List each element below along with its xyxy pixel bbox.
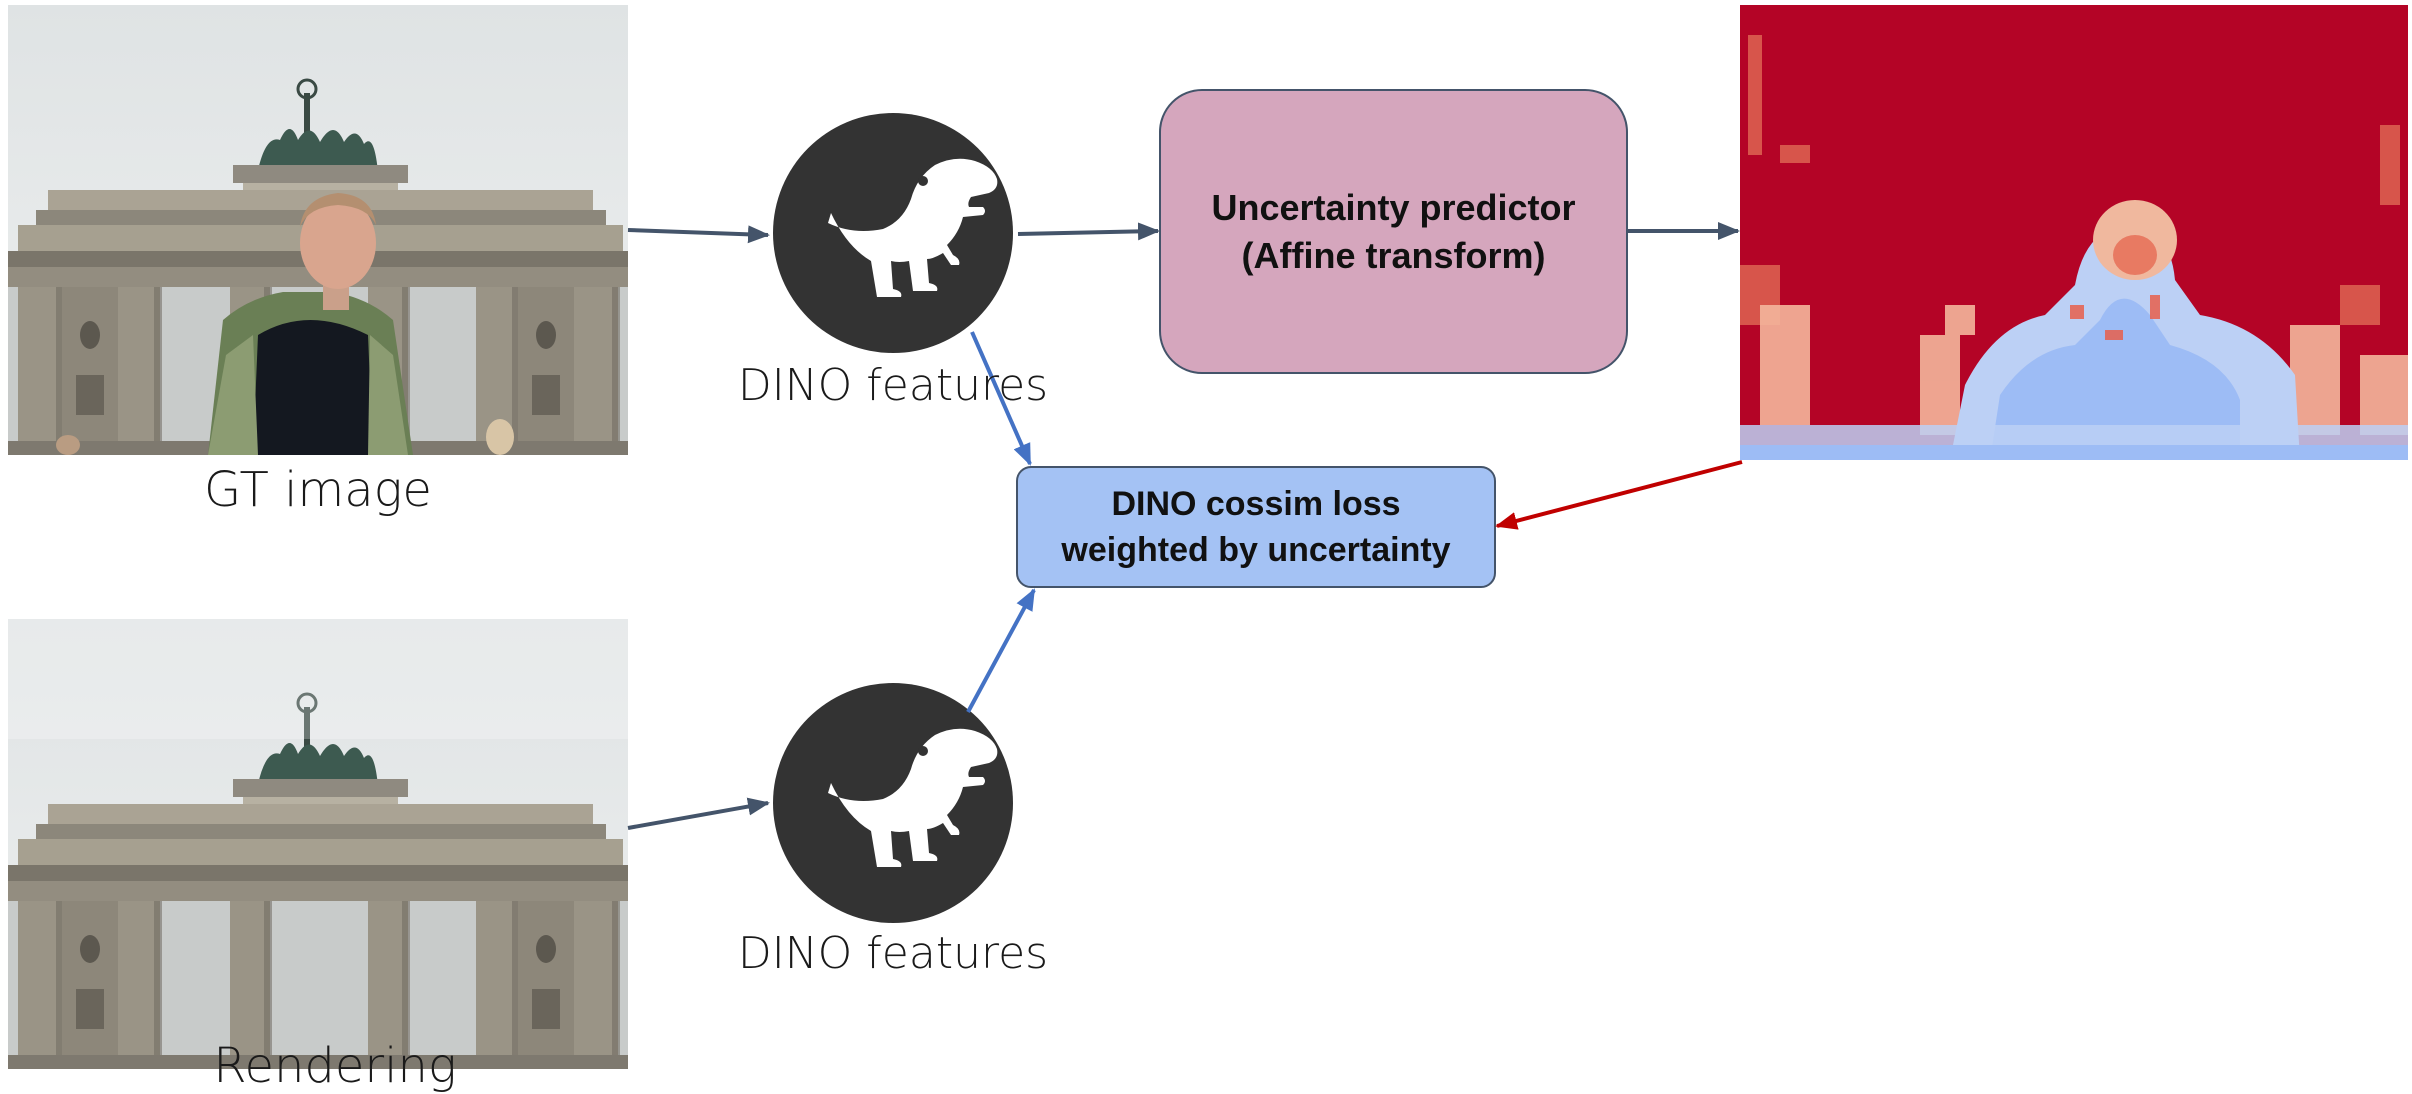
arrow-heatmap-to-loss [1495,460,1743,530]
caption-rendering: Rendering [213,1038,457,1094]
caption-dino-top: DINO features [737,360,1049,411]
arrow-dino-to-predictor [1017,222,1160,241]
dinosaur-icon [828,158,998,297]
loss-line1: DINO cossim loss [1111,485,1401,523]
caption-dino-bottom: DINO features [737,928,1049,979]
arrow-dino-top-to-loss [970,331,1032,466]
rendering-image [6,617,630,1071]
dino-icon-top [773,113,1013,353]
caption-gt-image: GT image [204,462,432,518]
arrow-rendering-to-dino [627,797,770,830]
arrow-dino-bottom-to-loss [966,588,1036,713]
loss-label: DINO cossim loss weighted by uncertainty [1017,467,1495,587]
uncertainty-heatmap [1740,5,2408,460]
person-figure [56,193,514,455]
dinosaur-icon [828,728,998,867]
arrow-gt-to-dino [627,225,770,244]
uncertainty-predictor-label: Uncertainty predictor (Affine transform) [1160,90,1627,373]
gt-image [6,3,630,457]
loss-line2: weighted by uncertainty [1061,531,1451,569]
uncertainty-predictor-line2: (Affine transform) [1241,234,1546,276]
loss-box [1016,466,1496,588]
dino-icon-bottom [773,683,1013,923]
uncertainty-predictor-line1: Uncertainty predictor [1211,186,1576,228]
